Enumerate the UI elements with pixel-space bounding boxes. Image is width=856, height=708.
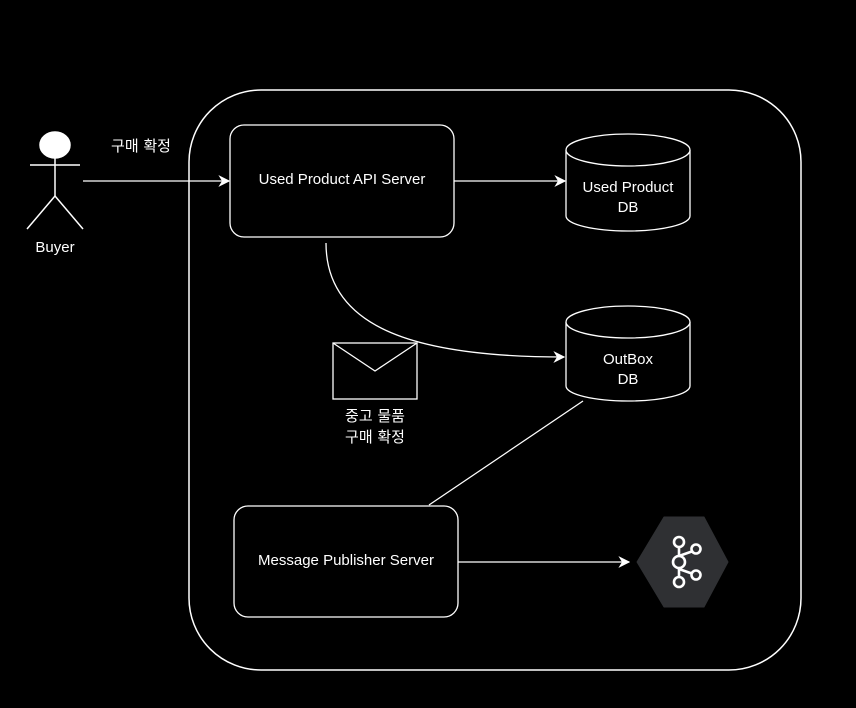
purchase-confirm-label: 구매 확정 (111, 137, 171, 155)
system-boundary (188, 89, 802, 671)
product-db-label-line2: DB (617, 199, 639, 216)
api-server-label: Used Product API Server (258, 171, 426, 188)
buyer-label: Buyer (35, 239, 75, 256)
envelope-icon (332, 342, 418, 400)
buyer-actor-icon[interactable] (26, 131, 84, 230)
kafka-hexagon-icon[interactable] (636, 516, 729, 608)
product-db-cylinder[interactable] (565, 133, 691, 232)
api-to-outbox-arrow (325, 242, 566, 363)
outbox-to-publisher-line (428, 400, 584, 506)
message-label-line2: 구매 확정 (345, 428, 405, 446)
outbox-db-label-line2: DB (617, 371, 639, 388)
publisher-server-label: Message Publisher Server (258, 552, 434, 569)
message-label-line1: 중고 물품 (345, 407, 405, 425)
outbox-db-cylinder[interactable] (565, 305, 691, 402)
product-db-label-line1: Used Product (582, 179, 674, 196)
outbox-db-label-line1: OutBox (602, 351, 654, 368)
